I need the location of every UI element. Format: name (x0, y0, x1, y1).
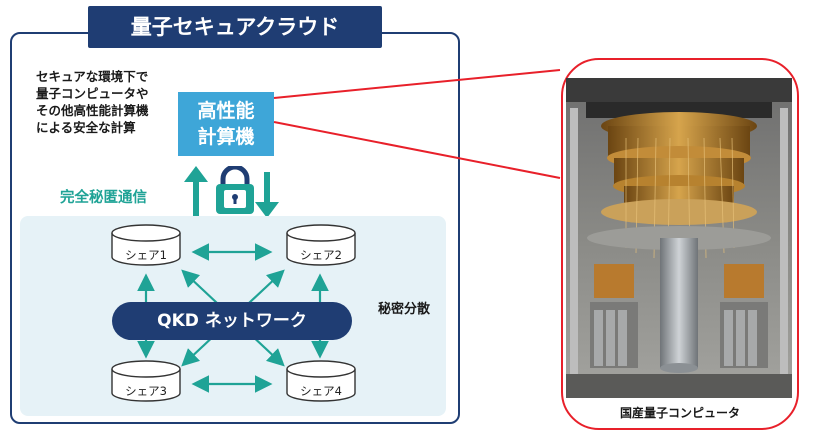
disk-icon (286, 224, 356, 266)
lead-line: セキュアな環境下で (36, 69, 149, 84)
lead-line: による安全な計算 (36, 120, 136, 135)
hpc-box: 高性能 計算機 (178, 92, 274, 156)
share-label: シェア3 (125, 384, 167, 398)
down-arrow-icon (255, 172, 279, 218)
panel-title: 量子セキュアクラウド (88, 6, 382, 48)
disk-icon (111, 224, 181, 266)
secure-comm-label: 完全秘匿通信 (60, 190, 147, 206)
photo-caption: 国産量子コンピュータ (619, 406, 740, 420)
lead-line: その他高性能計算機 (36, 103, 149, 118)
secure-channel-graphic (184, 166, 279, 218)
up-arrow-icon (184, 166, 208, 216)
share-label: シェア2 (300, 248, 342, 262)
lock-icon (216, 166, 254, 214)
secret-sharing-label: 秘密分散 (378, 302, 431, 317)
hpc-line: 高性能 (197, 100, 255, 122)
hpc-line: 計算機 (197, 126, 255, 148)
share-label: シェア1 (125, 248, 167, 262)
quantum-computer-photo (566, 78, 792, 398)
lead-line: 量子コンピュータや (36, 86, 149, 101)
share-label: シェア4 (300, 384, 342, 398)
lead-text: セキュアな環境下で 量子コンピュータや その他高性能計算機 による安全な計算 (36, 68, 206, 136)
disk-icon (111, 360, 181, 402)
qkd-network-pill: QKD ネットワーク (112, 302, 352, 340)
disk-icon (286, 360, 356, 402)
